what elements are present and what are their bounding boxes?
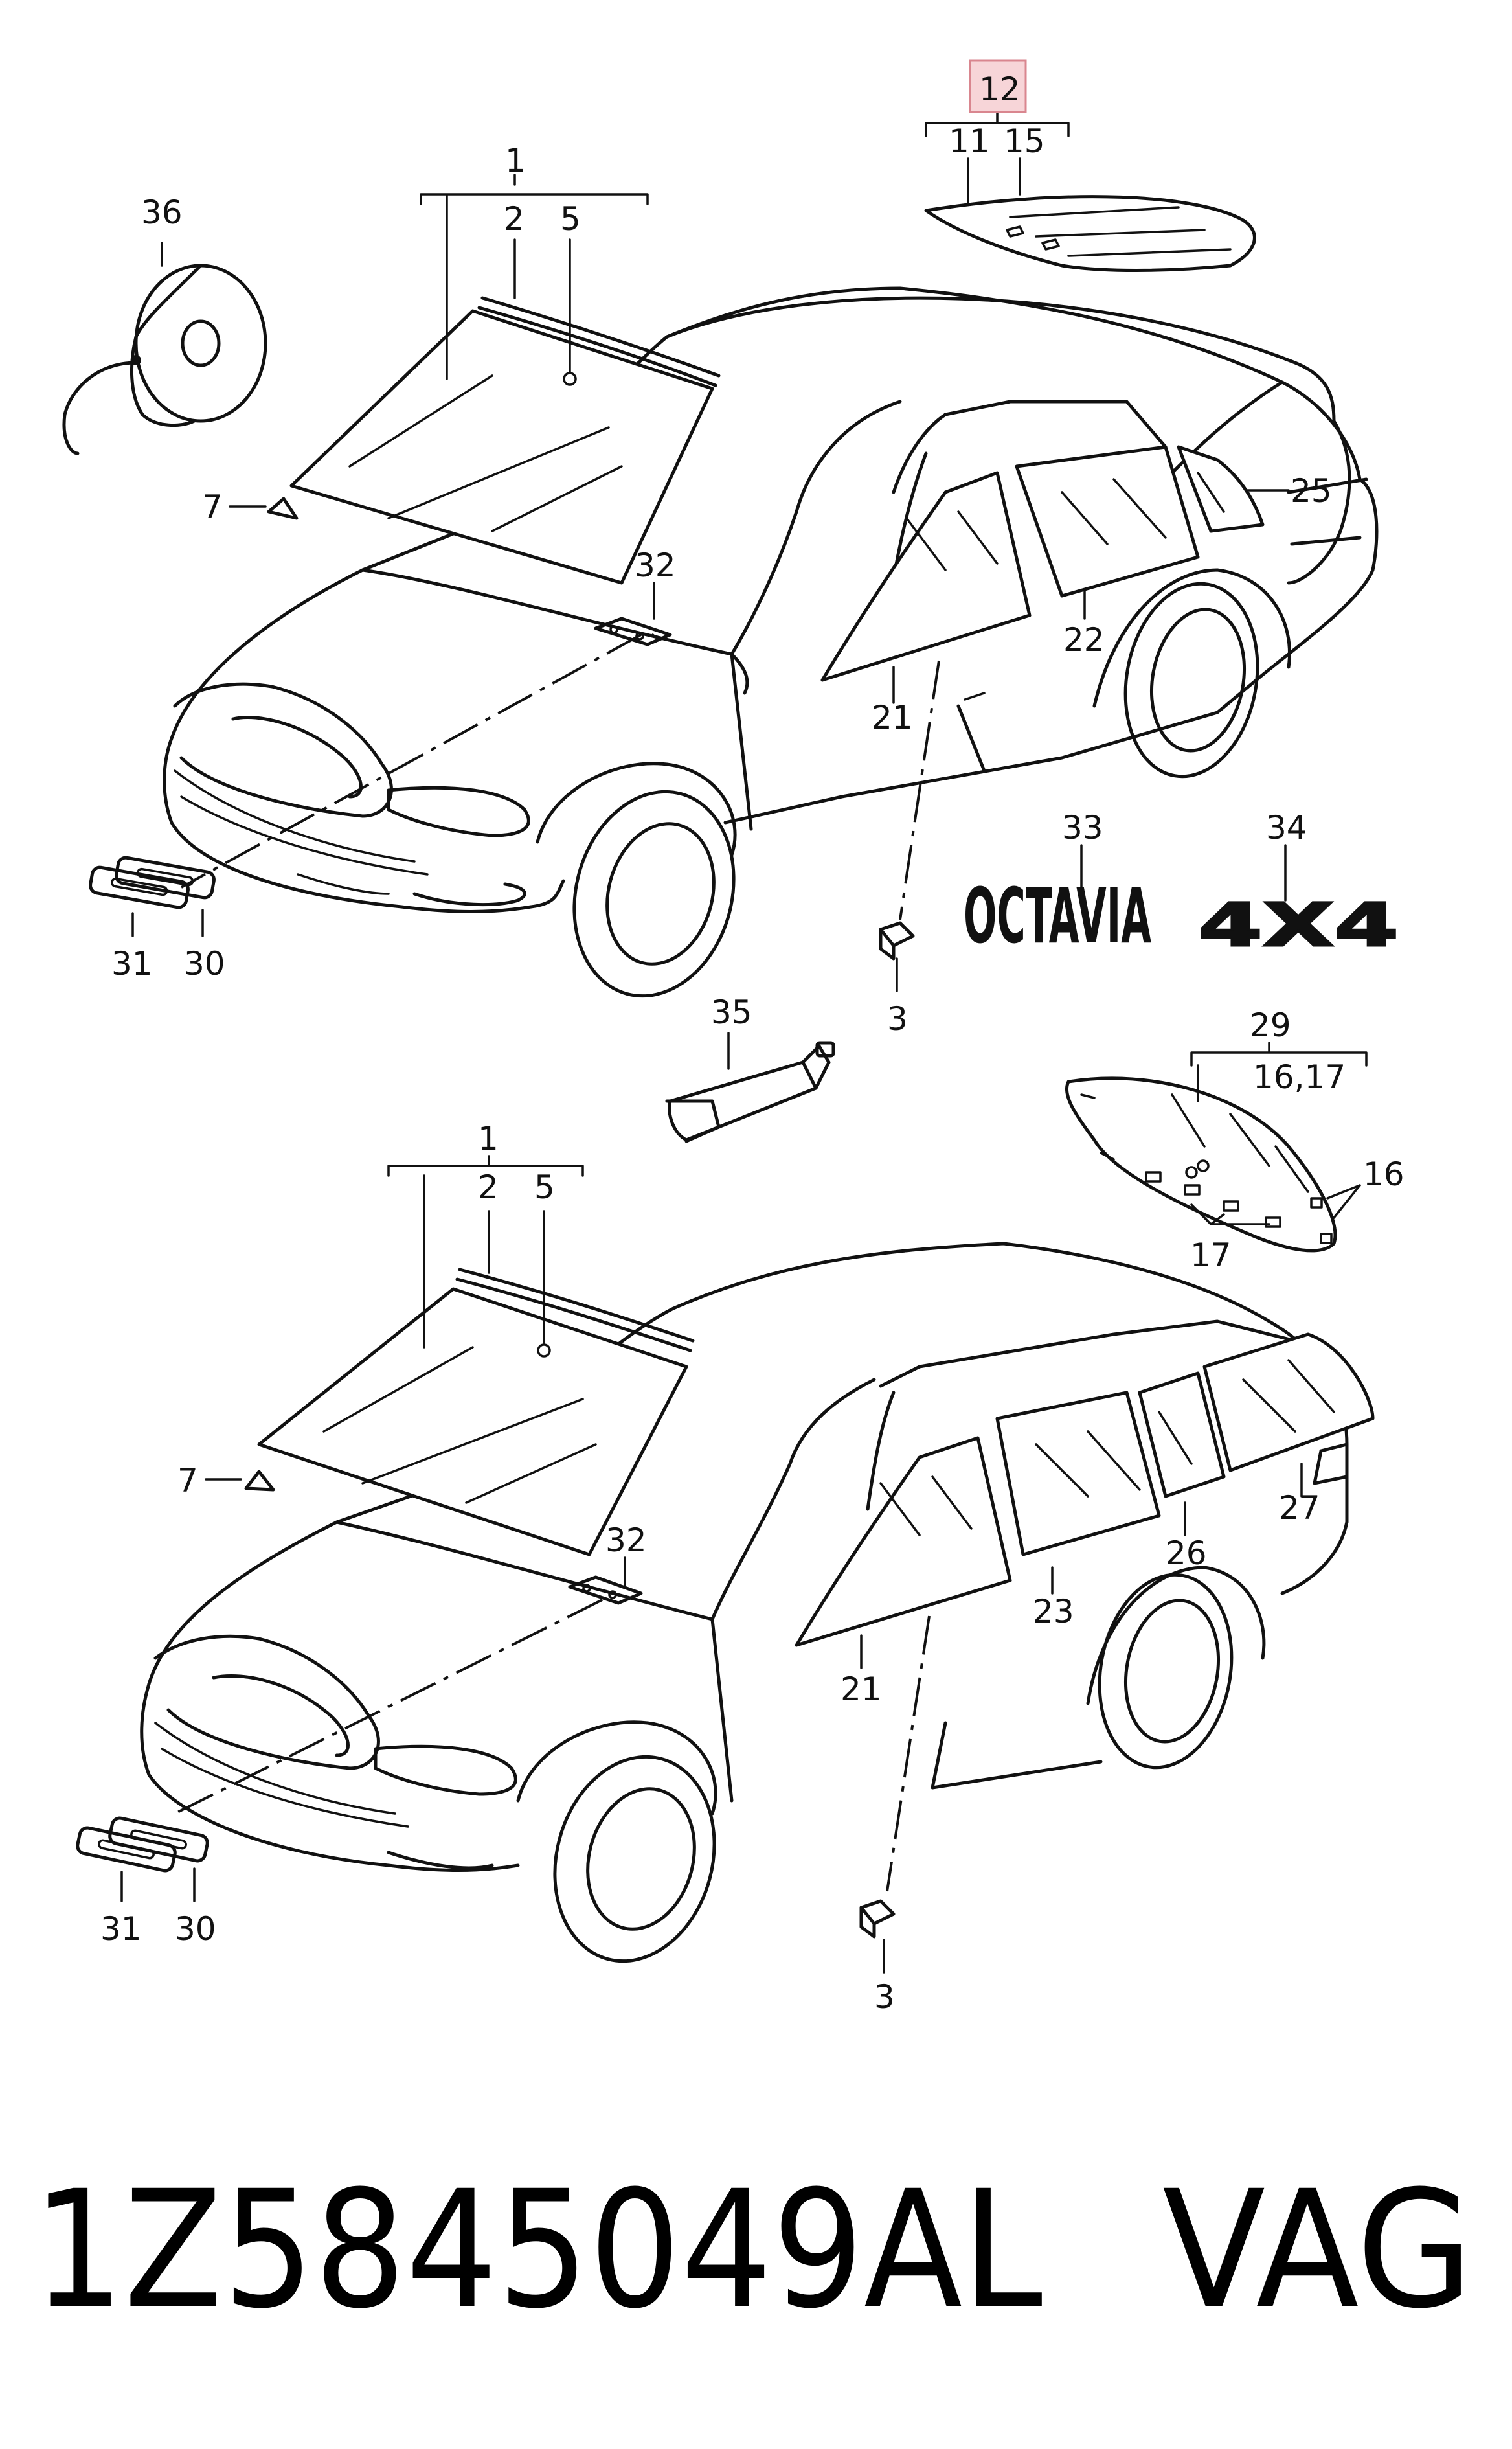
callout-2-b: 2 <box>478 1168 499 1206</box>
callout-15: 15 <box>1004 122 1045 160</box>
four-x-four-badge: 4X4 <box>1198 891 1399 960</box>
callout-3: 3 <box>887 1000 908 1038</box>
callout-21-b: 21 <box>841 1670 882 1708</box>
rear-window-top <box>924 195 1256 272</box>
part-3-clip-top <box>879 921 915 961</box>
callout-5: 5 <box>560 200 581 238</box>
callout-1: 1 <box>505 142 526 179</box>
callout-31: 31 <box>111 945 153 983</box>
dashed-leader-clip-bottom <box>886 1615 931 1892</box>
windshield-bottom <box>257 1287 688 1556</box>
rear-door-glass <box>1015 445 1200 598</box>
callout-labels-bottom: 29 16,17 16 17 1 2 5 7 32 31 30 3 21 23 … <box>100 1007 1405 2016</box>
callout-23-b: 23 <box>1033 1593 1074 1630</box>
callout-25: 25 <box>1291 472 1332 510</box>
quarter-glass-26 <box>1138 1371 1226 1498</box>
part-35-tube <box>665 1041 835 1143</box>
octavia-badge: OCTAVIA <box>964 871 1151 961</box>
callout-21: 21 <box>872 699 913 736</box>
callout-31-b: 31 <box>100 1910 142 1948</box>
callout-16-17: 16,17 <box>1253 1058 1346 1096</box>
rear-window-estate <box>1065 1076 1337 1253</box>
callout-1-b: 1 <box>478 1120 499 1157</box>
dashed-leader-bottom <box>174 1599 603 1815</box>
front-door-glass-estate <box>795 1436 1012 1647</box>
callout-17: 17 <box>1190 1236 1232 1274</box>
highlight-box-12 <box>969 59 1027 113</box>
callout-12: 12 <box>979 71 1021 108</box>
callout-22: 22 <box>1063 621 1105 659</box>
part-36-roll <box>62 264 267 455</box>
leader-lines <box>120 112 1368 1974</box>
callout-27-b: 27 <box>1279 1489 1320 1527</box>
callout-2: 2 <box>504 200 525 238</box>
dashed-leader-top <box>181 633 642 889</box>
callout-16: 16 <box>1363 1156 1405 1193</box>
callout-7-b: 7 <box>177 1462 198 1499</box>
callout-30-b: 30 <box>175 1910 216 1948</box>
callout-7: 7 <box>202 488 223 526</box>
part-3-clip-bottom <box>859 1899 896 1939</box>
callout-32: 32 <box>635 547 676 584</box>
callout-33: 33 <box>1062 809 1103 847</box>
quarter-glass <box>1177 445 1265 533</box>
dashed-leader-clip-top <box>899 660 940 920</box>
front-door-glass <box>820 471 1032 682</box>
part-7-triangle-bottom <box>244 1470 275 1492</box>
callout-labels-top: 1 2 5 36 7 32 31 30 3 21 22 25 12 11 15 … <box>111 71 1332 1038</box>
part-7-triangle-top <box>267 497 299 520</box>
brand-label: VAG <box>1162 2156 1473 2344</box>
part-number: 1Z5845049AL <box>32 2156 1043 2344</box>
callout-26-b: 26 <box>1166 1534 1207 1572</box>
callout-32-b: 32 <box>605 1521 647 1559</box>
parts-30-31-bottom <box>76 1816 209 1873</box>
callout-34: 34 <box>1266 809 1307 847</box>
callout-35: 35 <box>711 994 752 1031</box>
rain-sensor-bottom <box>568 1575 643 1605</box>
estate-illustration <box>140 1242 1375 1963</box>
callout-36: 36 <box>141 194 183 231</box>
callout-30: 30 <box>184 945 225 983</box>
rear-side-glass-27 <box>1202 1332 1375 1472</box>
rear-door-glass-estate <box>995 1391 1161 1556</box>
sedan-illustration <box>163 286 1379 998</box>
parts-30-31-top <box>89 856 216 909</box>
callout-29: 29 <box>1250 1007 1291 1044</box>
callout-5-b: 5 <box>534 1168 555 1206</box>
callout-3-b: 3 <box>874 1978 895 2016</box>
callout-11: 11 <box>949 122 990 160</box>
